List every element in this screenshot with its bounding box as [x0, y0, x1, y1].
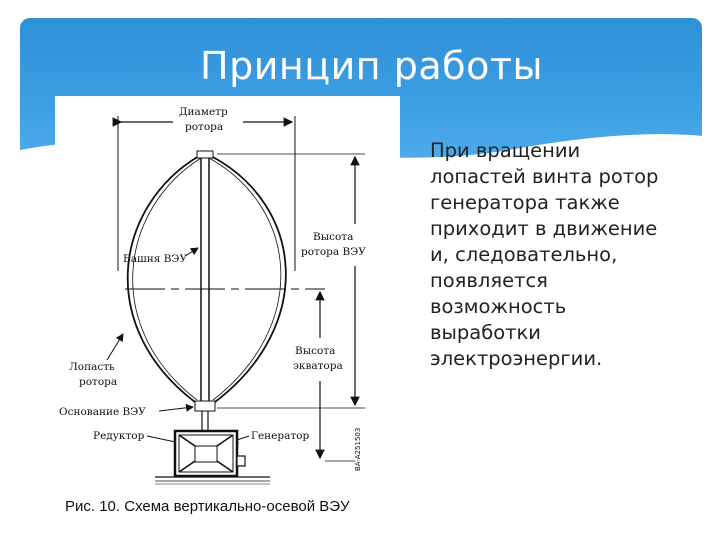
body-line: электроэнергии. — [430, 347, 603, 370]
figure-caption: Рис. 10. Схема вертикально-осевой ВЭУ — [65, 498, 350, 515]
figure-code: BA-A251503 — [354, 428, 362, 471]
label-diameter-2: ротора — [185, 121, 223, 133]
label-generator: Генератор — [251, 430, 309, 442]
vawt-diagram: Диаметр ротора Высота ротора ВЭУ — [55, 96, 400, 526]
body-line: выработки — [430, 321, 541, 344]
body-line: лопастей винта ротор — [430, 165, 659, 188]
generator-box — [236, 455, 246, 467]
body-line: возможность — [430, 295, 567, 318]
label-gearbox: Редуктор — [93, 430, 145, 442]
rotor-blade-left — [126, 155, 200, 403]
body-line: генератора также — [430, 191, 620, 214]
label-blade-2: ротора — [79, 376, 117, 388]
label-tower: Башня ВЭУ — [123, 253, 187, 265]
tower-base-cap — [194, 400, 216, 412]
body-line: и, следовательно, — [430, 243, 618, 266]
body-line: появляется — [430, 269, 548, 292]
body-line: приходит в движение — [430, 217, 658, 240]
tower-top-cap — [196, 150, 214, 159]
label-base: Основание ВЭУ — [59, 406, 146, 418]
label-diameter-1: Диаметр — [179, 106, 228, 118]
label-rotor-height-1: Высота — [313, 231, 353, 243]
body-text: При вращении лопастей винта ротор генера… — [430, 138, 705, 372]
rotor-blade-left-inner — [132, 157, 202, 401]
label-blade-1: Лопасть — [69, 361, 115, 373]
slide-title: Принцип работы — [200, 44, 543, 88]
label-equator-height-1: Высота — [295, 345, 335, 357]
body-line: При вращении — [430, 139, 581, 162]
diagram-drawing: Диаметр ротора Высота ротора ВЭУ — [59, 102, 366, 485]
label-equator-height-2: экватора — [293, 360, 343, 372]
rotor-blade-right — [210, 155, 287, 403]
rotor-blade-right-inner — [208, 157, 282, 401]
label-rotor-height-2: ротора ВЭУ — [301, 246, 366, 258]
